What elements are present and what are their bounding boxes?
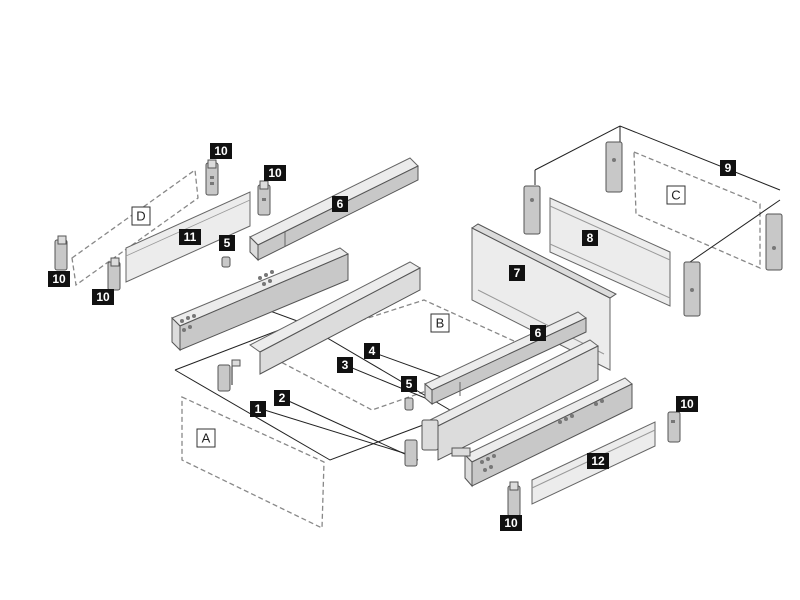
callout-1-text: 1 [255,402,262,416]
bracket-part-10-bottom [507,481,521,517]
callout-8-text: 8 [587,231,594,245]
callout-12-text: 12 [591,454,605,468]
callout-4: 4 [364,343,380,359]
callout-6-lower: 6 [530,325,546,341]
callout-12: 12 [587,453,609,469]
zone-label-d-text: D [136,209,145,224]
callout-10-right-text: 10 [680,397,694,411]
callout-4-text: 4 [369,344,376,358]
zone-label-c: C [666,185,686,205]
back-panel-outline-c [633,151,761,269]
callout-11-text: 11 [184,230,197,244]
callout-2: 2 [274,390,290,406]
callout-7: 7 [509,265,525,281]
callout-5-lower-text: 5 [406,377,413,391]
callout-6-lower-text: 6 [535,326,542,340]
drawer-side-left [171,247,349,352]
screw-part-5-lower [404,397,414,411]
bracket-part-10-left-b [107,257,121,291]
callout-8: 8 [582,230,598,246]
callout-1: 1 [250,401,266,417]
bottom-panel-outline-b [260,299,540,411]
callout-2-text: 2 [279,391,286,405]
callout-10-left-b: 10 [92,289,114,305]
callout-10-left-a-text: 10 [52,272,66,286]
panel-outline-d [71,168,199,287]
bracket-part-10-top-b [257,180,271,216]
callout-10-left-b-text: 10 [96,290,110,304]
callout-5-lower: 5 [401,376,417,392]
callout-5-upper-text: 5 [224,236,231,250]
callout-10-top-b: 10 [264,165,286,181]
callout-10-top-a: 10 [210,143,232,159]
zone-label-b-text: B [436,316,445,331]
zone-label-a-text: A [202,431,211,446]
bracket-part-9-left [523,185,541,235]
callout-10-left-a: 10 [48,271,70,287]
bracket-part-10-right [667,411,681,443]
drawer-side-wall-center [249,261,422,375]
zone-label-c-text: C [671,188,680,203]
screw-part-5-upper [221,256,231,268]
bracket-part-10-left-a [54,235,68,271]
front-fixing-bracket-right [404,419,471,467]
back-panel-part-8 [549,197,671,307]
callout-10-right: 10 [676,396,698,412]
callout-10-top-a-text: 10 [214,144,228,158]
bracket-part-9-right-b [765,213,783,271]
zone-label-a: A [196,428,216,448]
callout-11: 11 [179,229,201,245]
callout-3-text: 3 [342,358,349,372]
callout-10-bottom: 10 [500,515,522,531]
callout-9-text: 9 [725,161,732,175]
zone-label-b: B [430,313,450,333]
callout-10-top-b-text: 10 [268,166,282,180]
front-panel-outline-a [181,395,325,530]
callout-10-bottom-text: 10 [504,516,518,530]
callout-9: 9 [720,160,736,176]
callout-5-upper: 5 [219,235,235,251]
drawer-side-right [464,377,633,488]
callout-7-text: 7 [514,266,521,280]
zone-label-d: D [131,206,151,226]
front-fixing-bracket-left [217,359,241,392]
bracket-part-10-top-a [205,159,219,196]
bracket-part-9-center [605,141,623,193]
callout-6-upper: 6 [332,196,348,212]
bracket-part-9-right-a [683,261,701,317]
callout-3: 3 [337,357,353,373]
callout-6-upper-text: 6 [337,197,344,211]
